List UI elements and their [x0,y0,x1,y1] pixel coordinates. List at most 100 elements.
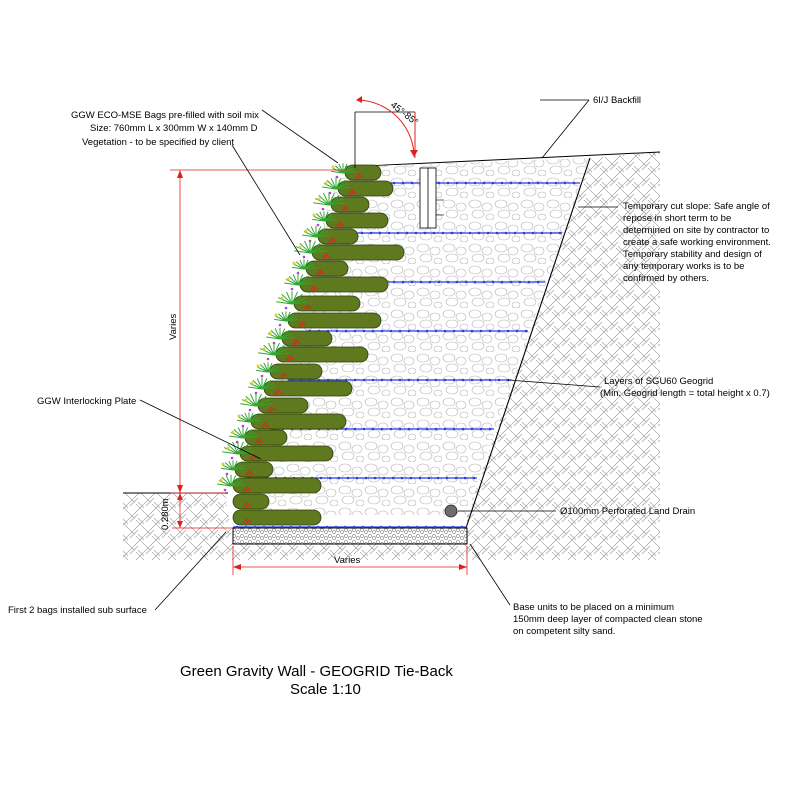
geogrid-node [235,525,239,529]
geogrid-node [289,525,293,529]
geogrid-node [459,231,463,235]
geogrid-node [360,231,364,235]
vegetation-callout: Vegetation - to be specified by client [82,137,234,148]
geogrid-node [479,378,483,382]
geogrid-node [451,525,455,529]
interlock-plate-mark [242,486,252,493]
plant-tuft [313,192,345,211]
geogrid-node [450,231,454,235]
eco-bag [287,312,382,329]
plant-tuft [229,426,257,444]
plant-tuft [322,177,350,195]
backfill-callout: 6I/J Backfill [593,95,641,106]
plant-tuft [284,273,312,291]
geogrid-node [262,525,266,529]
geogrid-node [316,525,320,529]
interlock-plate-mark [335,221,345,228]
interlock-plate-mark [254,438,264,445]
geogrid-node [344,329,348,333]
geogrid-node [446,181,450,185]
geogrid-node [401,181,405,185]
geogrid-node [298,525,302,529]
geogrid-node [425,329,429,333]
interlock-plate-mark [267,406,277,413]
geogrid-node [416,329,420,333]
geogrid-node [443,329,447,333]
geogrid-node [513,231,517,235]
geogrid-node [425,378,429,382]
geogrid-node [515,329,519,333]
interlock-plate-mark [315,269,325,276]
geogrid-node [335,329,339,333]
geogrid-node [454,476,458,480]
geogrid-node [452,378,456,382]
batter-angle-indicator: 45°-85° [354,96,420,168]
plant-tuft [248,377,276,395]
geogrid-node [468,231,472,235]
eco-bag [337,180,394,197]
geogrid-node [353,427,357,431]
geogrid-node [436,476,440,480]
geogrid-node [460,525,464,529]
plant-tuft [221,460,245,476]
interlock-plate-mark [279,372,289,379]
geogrid-callout-line2: (Min. Geogrid length = total height x 0.… [600,388,770,399]
interlock-plate-mark [340,205,350,212]
geogrid-node [549,231,553,235]
geogrid-node [461,329,465,333]
top-detail-post [419,167,444,229]
geogrid-node [371,378,375,382]
svg-text:on competent silty sand.: on competent silty sand. [513,626,615,637]
geogrid-node [558,231,562,235]
ground-line-top [344,151,661,168]
eco-bag [234,461,274,478]
geogrid-node [325,525,329,529]
plant-tuft [276,291,308,310]
geogrid-node [407,427,411,431]
drain-callout: Ø100mm Perforated Land Drain [560,506,695,517]
interlock-plate-mark [244,470,254,477]
geogrid-node [464,181,468,185]
plant-tuft [274,311,298,327]
geogrid-node [406,525,410,529]
geogrid-node [344,427,348,431]
drawing-scale: Scale 1:10 [290,681,361,698]
geogrid-node [536,181,540,185]
svg-text:confirmed by others.: confirmed by others. [623,273,709,284]
eco-bag [269,363,323,380]
geogrid-node [479,427,483,431]
geogrid-node [482,181,486,185]
interlock-plate-mark [309,285,319,292]
stone-base-layer [232,527,468,545]
embed-dimension-label: 0.280m [160,498,171,530]
geogrid-node [434,329,438,333]
geogrid-node [441,231,445,235]
base-callout: Base units to be placed on a minimum 150… [513,602,703,637]
land-drain-pipe [444,504,458,518]
plant-tuft [240,393,272,412]
svg-text:determined on site by contract: determined on site by contractor to [623,225,769,236]
geogrid-node [371,329,375,333]
geogrid-node [488,329,492,333]
geogrid-node [391,476,395,480]
geogrid-node [432,231,436,235]
geogrid-node [563,181,567,185]
geogrid-node [362,378,366,382]
geogrid-node [388,525,392,529]
geogrid-node [362,427,366,431]
geogrid-node [253,525,257,529]
geogrid-node [527,181,531,185]
geogrid-node [387,231,391,235]
geogrid-node [423,231,427,235]
interlock-plate-mark [327,237,337,244]
interlock-plate-mark [273,389,283,396]
vegetation [217,163,355,492]
geogrid-node [371,427,375,431]
eco-bag [305,260,349,277]
bags-callout-line1: GGW ECO-MSE Bags pre-filled with soil mi… [71,110,259,121]
geogrid-node [425,427,429,431]
geogrid-node [328,476,332,480]
geogrid-node [504,231,508,235]
geogrid-node [415,525,419,529]
